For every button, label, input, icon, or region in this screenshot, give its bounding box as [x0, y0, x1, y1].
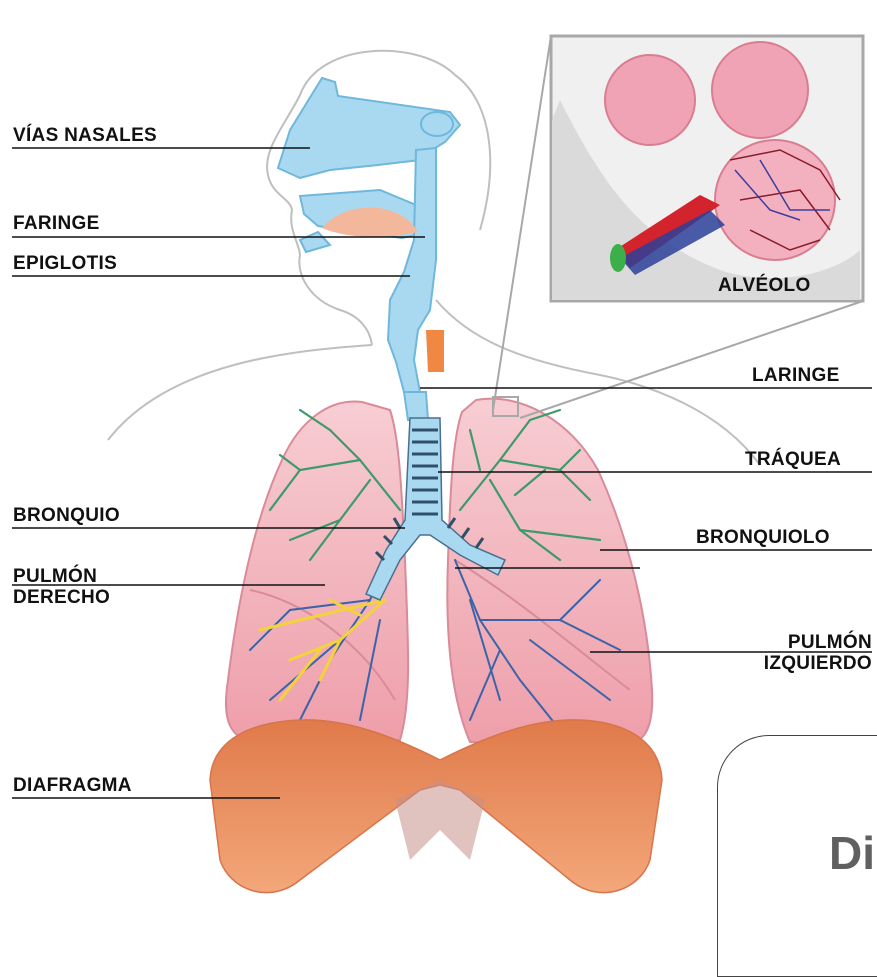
label-bronquio: BRONQUIO — [13, 506, 120, 526]
inset-pointer-line-top — [493, 36, 551, 410]
overlay-card-text: Di — [829, 826, 875, 880]
alveolus-inset — [551, 36, 863, 301]
left-lung-shape — [447, 399, 652, 748]
label-traquea: TRÁQUEA — [745, 450, 841, 470]
label-pulmon-derecho-line1: PULMÓN — [13, 566, 110, 587]
label-vias-nasales: VÍAS NASALES — [13, 126, 157, 146]
inset-pointer-line-bottom — [520, 301, 863, 418]
label-pulmon-derecho-line2: DERECHO — [13, 587, 110, 608]
label-faringe: FARINGE — [13, 214, 100, 234]
label-pulmon-izquierdo: PULMÓN IZQUIERDO — [716, 632, 872, 674]
label-pulmon-izquierdo-line1: PULMÓN — [716, 632, 872, 653]
label-pulmon-derecho: PULMÓN DERECHO — [13, 566, 110, 608]
label-bronquiolo: BRONQUIOLO — [696, 528, 830, 548]
label-laringe: LARINGE — [752, 366, 840, 386]
label-alveolo: ALVÉOLO — [718, 276, 811, 296]
label-epiglotis: EPIGLOTIS — [13, 254, 117, 274]
label-pulmon-izquierdo-line2: IZQUIERDO — [716, 653, 872, 674]
esophagus-shape — [426, 330, 444, 372]
label-diafragma: DIAFRAGMA — [13, 776, 132, 796]
